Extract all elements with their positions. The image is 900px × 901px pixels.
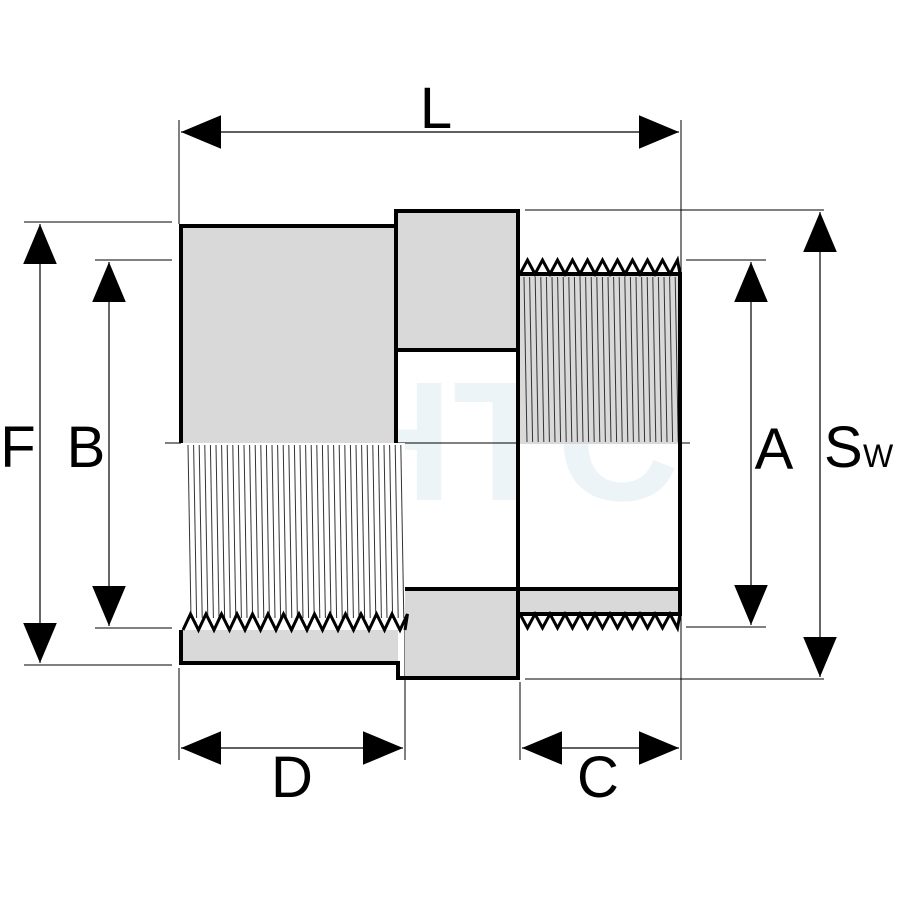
dimension-arrows — [23, 115, 837, 765]
label-B: B — [67, 415, 106, 480]
extension-lines — [24, 120, 824, 760]
label-A: A — [755, 417, 794, 482]
label-F: F — [0, 415, 35, 480]
hex-section — [398, 211, 518, 678]
label-D: D — [271, 745, 313, 810]
male-thread-section — [520, 274, 680, 614]
label-L: L — [420, 76, 452, 141]
thread-teeth — [181, 255, 682, 634]
part-outline — [179, 209, 682, 680]
female-thread-hatching — [187, 444, 405, 619]
label-Sw-main: S — [824, 415, 863, 480]
dimension-labels: L F B A S W D C — [0, 76, 894, 810]
female-socket-body — [181, 226, 405, 663]
label-Sw-sub: W — [863, 438, 894, 474]
label-C: C — [577, 745, 619, 810]
male-thread-hatching — [523, 276, 679, 443]
